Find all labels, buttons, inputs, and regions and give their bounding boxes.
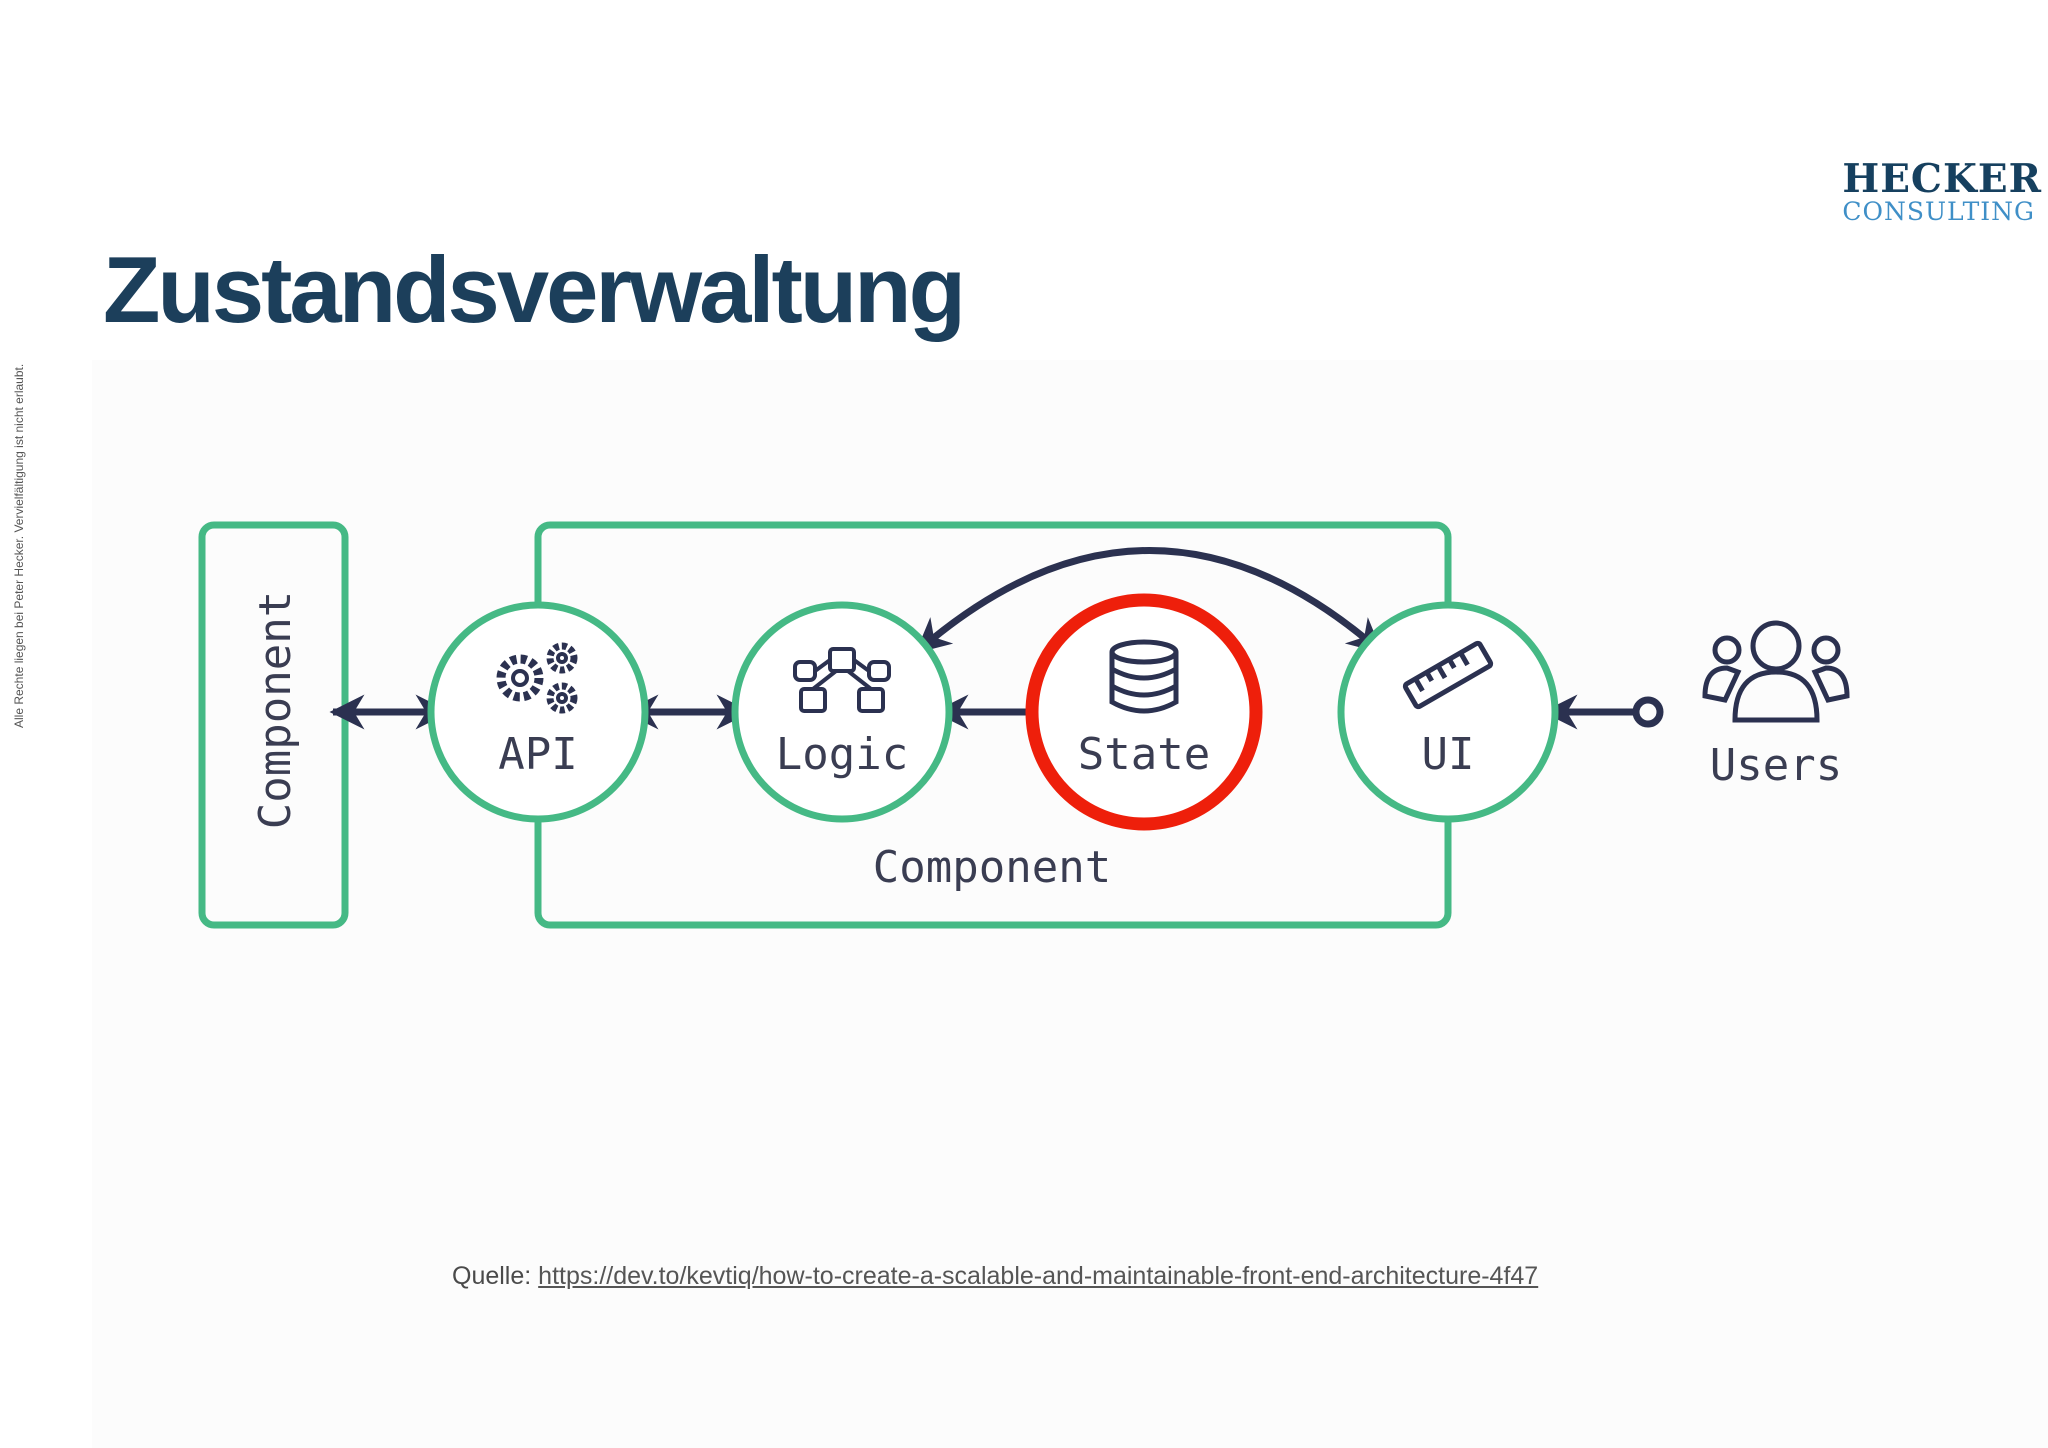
api-node — [427, 601, 649, 823]
logo-name: HECKER — [1842, 156, 2042, 202]
users-icon — [1702, 620, 1850, 723]
logic-label: Logic — [776, 729, 908, 780]
source-prefix: Quelle: — [452, 1262, 532, 1290]
logic-node — [731, 601, 953, 823]
users-connector-dot — [1632, 696, 1664, 728]
api-label: API — [498, 729, 577, 780]
ui-node — [1337, 601, 1559, 823]
database-icon — [1109, 639, 1179, 714]
logo-subtitle: CONSULTING — [1842, 197, 2035, 226]
arrow-logic-ui-curve — [915, 547, 1383, 654]
diagram-panel — [92, 360, 2048, 1448]
inner-component-label: Component — [873, 842, 1111, 893]
ui-label: UI — [1422, 729, 1475, 780]
source-link[interactable]: https://dev.to/kevtiq/how-to-create-a-sc… — [538, 1262, 1539, 1290]
company-logo: HECKER CONSULTING — [1842, 160, 2042, 225]
users-label: Users — [1710, 740, 1842, 791]
page-title: Zustandsverwaltung — [103, 237, 966, 342]
state-label: State — [1078, 729, 1210, 780]
state-highlight-ring — [1025, 593, 1263, 831]
gears-icon — [496, 642, 578, 714]
flowchart-icon — [793, 647, 891, 713]
source-citation: Quelle: https://dev.to/kevtiq/how-to-cre… — [452, 1262, 1538, 1291]
outer-component-label: Component — [250, 591, 301, 829]
ruler-icon — [1402, 640, 1494, 710]
inner-component-label-bg — [860, 830, 1120, 895]
